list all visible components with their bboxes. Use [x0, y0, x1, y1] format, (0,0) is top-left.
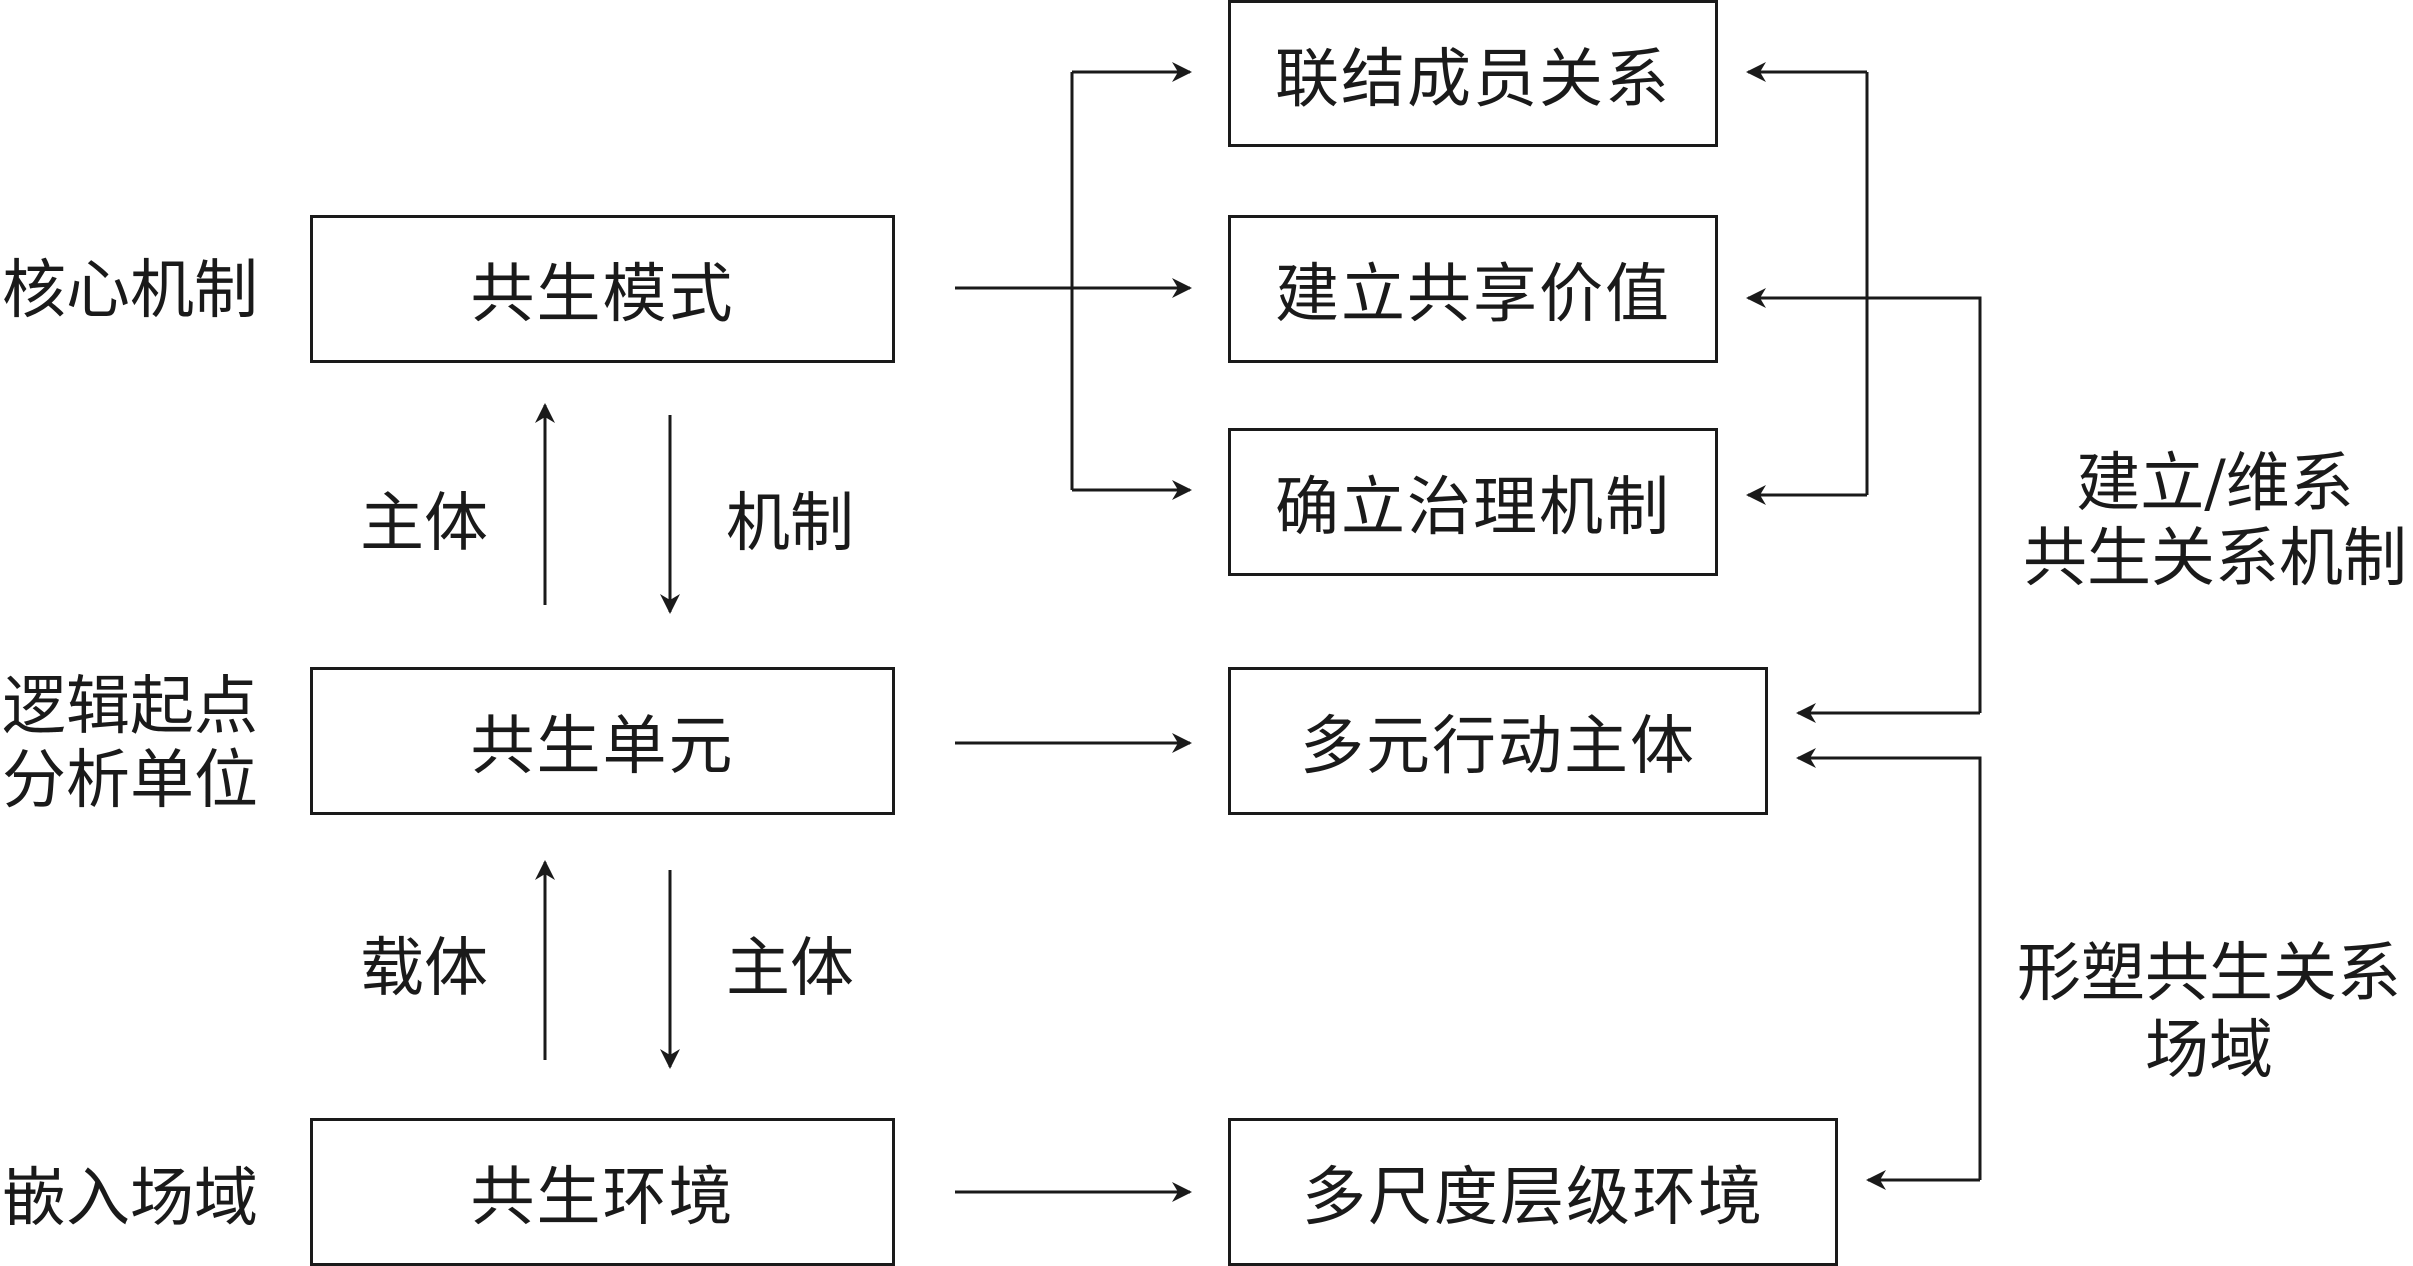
label-maintain-line2: 共生关系机制 — [2023, 522, 2407, 596]
label-shape-line1: 形塑共生关系 — [2017, 937, 2401, 1011]
box-governance: 确立治理机制 — [1228, 428, 1718, 576]
label-carrier: 载体 — [360, 932, 488, 1006]
label-core-mechanism: 核心机制 — [2, 254, 258, 328]
box-symbiosis-env: 共生环境 — [310, 1118, 895, 1266]
label-maintain-line1: 建立/维系 — [2076, 447, 2354, 521]
label-subject-upper: 主体 — [360, 487, 488, 561]
label-mechanism: 机制 — [726, 487, 854, 561]
label-subject-lower: 主体 — [726, 932, 854, 1006]
loop-actors-to-value — [1746, 288, 1982, 713]
box-multiscale-env: 多尺度层级环境 — [1228, 1118, 1838, 1266]
box-symbiosis-mode: 共生模式 — [310, 215, 895, 363]
box-link-members: 联结成员关系 — [1228, 0, 1718, 147]
loop-env-to-actors — [1796, 748, 1982, 1180]
box-multi-actors: 多元行动主体 — [1228, 667, 1768, 815]
label-shape-line2: 场域 — [2145, 1014, 2273, 1088]
box-shared-value: 建立共享价值 — [1228, 215, 1718, 363]
label-analysis-unit: 分析单位 — [2, 744, 258, 818]
label-logic-start: 逻辑起点 — [2, 670, 258, 744]
label-embedded-field: 嵌入场域 — [2, 1162, 258, 1236]
box-symbiosis-unit: 共生单元 — [310, 667, 895, 815]
